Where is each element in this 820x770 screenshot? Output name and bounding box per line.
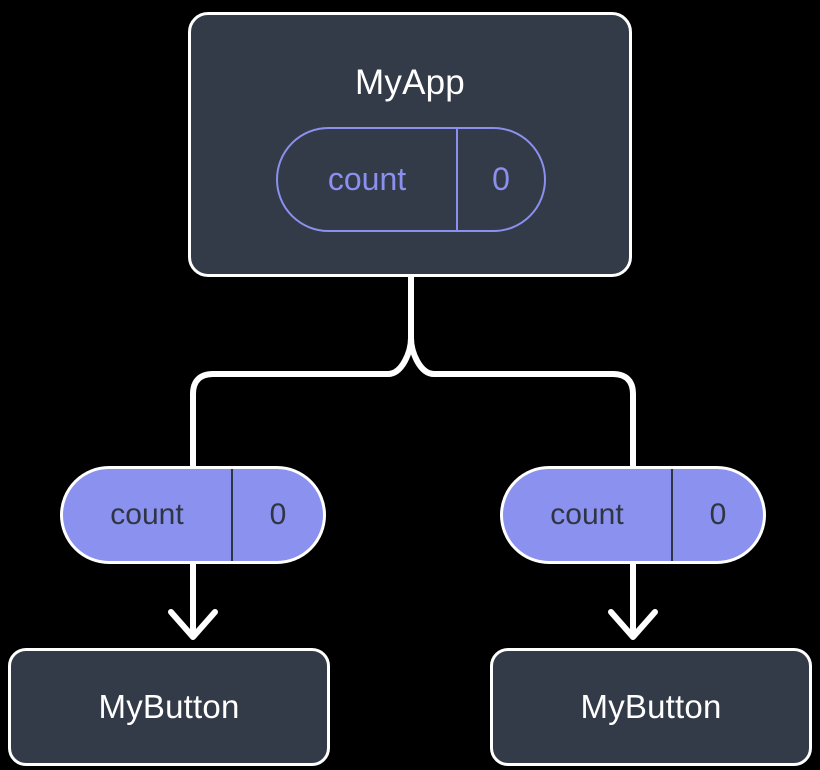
state-pill-myapp[interactable]: count 0 (276, 127, 546, 232)
state-pill-key: count (278, 129, 458, 230)
prop-pill-left[interactable]: count 0 (60, 466, 326, 564)
component-title-mybutton: MyButton (98, 688, 240, 725)
prop-pill-key: count (503, 469, 673, 561)
fork-connector (190, 274, 636, 473)
prop-pill-value: 0 (269, 498, 287, 531)
arrow-left (168, 560, 218, 640)
component-card-mybutton-left[interactable]: MyButton (8, 648, 330, 766)
arrow-right (608, 560, 658, 640)
state-pill-value: 0 (492, 161, 510, 197)
component-title-mybutton: MyButton (580, 688, 722, 725)
prop-pill-key: count (63, 469, 233, 561)
component-title-myapp: MyApp (355, 63, 465, 102)
prop-pill-right[interactable]: count 0 (500, 466, 766, 564)
component-card-mybutton-right[interactable]: MyButton (490, 648, 812, 766)
prop-pill-value: 0 (709, 498, 727, 531)
component-card-myapp[interactable]: MyApp (188, 12, 632, 277)
